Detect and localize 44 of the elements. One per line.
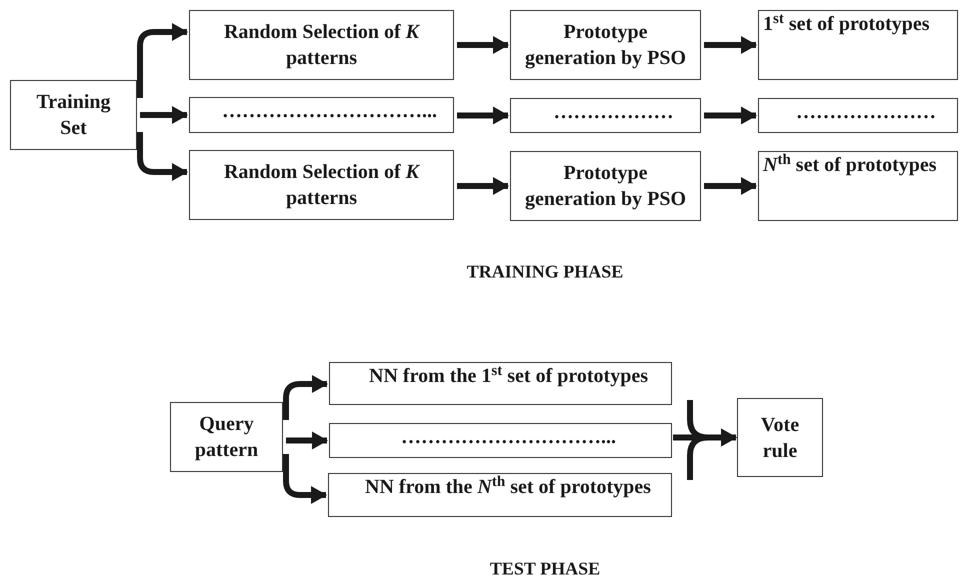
box-text: N$^{th}$ set of prototypes bbox=[763, 152, 937, 178]
box-text: …………………………... bbox=[401, 425, 616, 450]
process-box bbox=[758, 98, 958, 133]
arrow bbox=[704, 36, 757, 54]
box-text: Prototype generation by PSO bbox=[524, 20, 688, 71]
box-text: ………………… bbox=[796, 100, 936, 125]
arrow bbox=[457, 177, 509, 195]
arrow bbox=[137, 132, 188, 181]
box-text: Prototype generation by PSO bbox=[524, 161, 688, 212]
arrow bbox=[286, 432, 328, 450]
box-text: Query pattern bbox=[194, 412, 260, 463]
process-box bbox=[189, 150, 454, 220]
box-text: Random Selection of K patterns bbox=[222, 20, 421, 71]
box-text: NN from the N$^{th}$ set of prototypes bbox=[365, 474, 651, 500]
phase-title: TEST PHASE bbox=[490, 558, 600, 579]
process-box bbox=[758, 10, 958, 80]
arrow bbox=[137, 23, 188, 98]
phase-title: TRAINING PHASE bbox=[466, 260, 624, 284]
arrow bbox=[704, 106, 757, 124]
arrow bbox=[457, 36, 509, 54]
box-text: NN from the 1$^{st}$ set of prototypes bbox=[369, 363, 648, 389]
process-box bbox=[328, 473, 672, 517]
arrow bbox=[283, 454, 327, 504]
arrow bbox=[704, 177, 757, 195]
process-box bbox=[510, 98, 701, 133]
process-box bbox=[329, 362, 672, 405]
box-text: Training Set bbox=[35, 90, 112, 141]
arrow bbox=[457, 106, 509, 124]
process-box bbox=[737, 398, 823, 477]
box-text: 1$^{st}$ set of prototypes bbox=[763, 11, 930, 37]
box-text: Random Selection of K patterns bbox=[222, 160, 421, 211]
arrow bbox=[140, 106, 188, 124]
process-box bbox=[510, 10, 701, 80]
box-text: ……………… bbox=[554, 100, 674, 125]
box-text: …………………………... bbox=[222, 99, 437, 124]
process-box bbox=[170, 402, 283, 472]
arrow bbox=[283, 375, 328, 420]
box-text: Vote rule bbox=[760, 412, 800, 464]
process-box bbox=[329, 423, 672, 458]
process-box bbox=[189, 10, 454, 80]
process-box bbox=[510, 151, 701, 221]
process-box bbox=[758, 151, 958, 221]
process-box bbox=[10, 80, 137, 150]
process-box bbox=[189, 97, 454, 133]
